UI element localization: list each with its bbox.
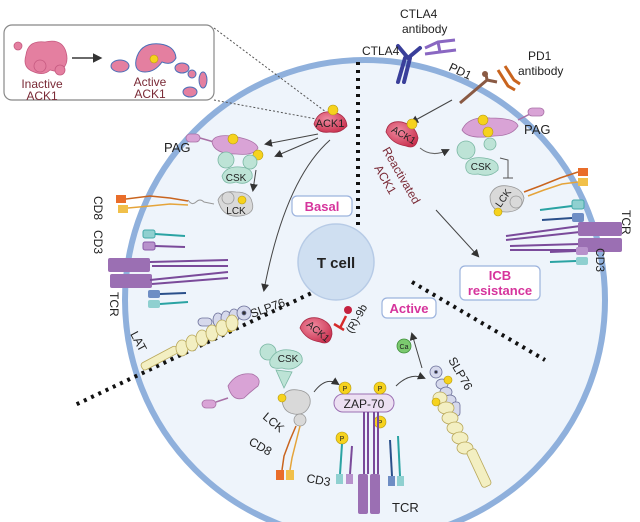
- basal-pag: [185, 133, 259, 155]
- cd3-left: [142, 229, 186, 251]
- basal-csk-label: CSK: [226, 173, 247, 184]
- section-dividers: [74, 62, 547, 407]
- phospho-label: P: [378, 420, 383, 427]
- ctla4-receptor: [396, 44, 422, 84]
- active-lat: [432, 391, 492, 488]
- ctla4-antibody-icon: [424, 38, 457, 56]
- inactive-ack1-icon: [13, 40, 68, 76]
- basal-lck-label: LCK: [226, 206, 246, 217]
- tcr-left: [108, 258, 229, 308]
- phospho-icon: [277, 393, 287, 403]
- active-csk: [259, 343, 303, 389]
- tcr-left-label: TCR: [107, 292, 121, 317]
- active-label-1: Active: [134, 75, 167, 89]
- basal-pag-label: PAG: [164, 140, 191, 155]
- inhibited-ack1: ACK1: [299, 317, 333, 345]
- phospho-icon: [327, 104, 339, 116]
- reactivated-ack1: ACK1: [385, 118, 419, 148]
- calcium-label: Ca: [400, 344, 409, 351]
- active-csk-label: CSK: [278, 354, 299, 365]
- ack1-to-csk-arrow: [274, 137, 319, 158]
- inactive-label-2: ACK1: [26, 89, 58, 103]
- phospho-label: P: [378, 386, 383, 393]
- basal-badge: Basal: [291, 195, 353, 217]
- right-csk: [456, 137, 499, 176]
- resistance-label: resistance: [468, 283, 532, 298]
- phospho-icon: [237, 195, 247, 205]
- cd8-right: [523, 168, 588, 197]
- to-icb-resistance-arrow: [435, 209, 480, 258]
- calcium-ion: Ca: [396, 338, 412, 354]
- basal-ack1: ACK1: [313, 104, 348, 133]
- active-pag: [201, 373, 260, 409]
- cd8-left-label: CD8: [91, 196, 105, 220]
- active-badge: Active: [381, 297, 437, 319]
- slp76-to-active-arrow: [409, 332, 423, 369]
- pd1-antibody-label-1: PD1: [528, 49, 552, 63]
- pd1-antibody-label-2: antibody: [518, 64, 563, 78]
- cd3-bottom-label: CD3: [305, 471, 331, 489]
- right-pag: [461, 107, 545, 138]
- phospho-icon: [149, 54, 159, 64]
- ctla4-label: CTLA4: [362, 44, 400, 58]
- t-cell-label: T cell: [317, 255, 355, 272]
- csk-inhibits-lck: [499, 157, 513, 179]
- zap70-to-slp76-arrow: [395, 371, 426, 387]
- tcr-bottom-label: TCR: [392, 500, 419, 515]
- active-badge-label: Active: [389, 301, 428, 316]
- inhibitor-r9b: [333, 306, 352, 332]
- cd3-left-label: CD3: [91, 230, 105, 254]
- active-label-2: ACK1: [134, 87, 166, 101]
- ack1-to-csk-right-arrow: [419, 147, 450, 157]
- phospho-label: P: [340, 436, 345, 443]
- zap70-label: ZAP-70: [344, 397, 385, 411]
- right-pag-label: PAG: [524, 122, 551, 137]
- right-csk-label: CSK: [471, 162, 492, 173]
- cd8-left: [116, 195, 189, 213]
- inactive-label-1: Inactive: [21, 77, 63, 91]
- icb-resistance-badge: ICB resistance: [459, 265, 541, 301]
- icb-label: ICB: [489, 268, 511, 283]
- receptor-to-ack1-arrow: [410, 99, 453, 123]
- ctla4-antibody-label-1: CTLA4: [400, 7, 438, 21]
- phospho-label: P: [343, 386, 348, 393]
- ack1-activation-inset: Inactive ACK1 Active ACK1: [3, 24, 331, 121]
- phospho-icon: [431, 397, 441, 407]
- basal-badge-label: Basal: [305, 199, 340, 214]
- ctla4-antibody-label-2: antibody: [402, 22, 447, 36]
- cd3-bottom: P: [335, 431, 353, 484]
- t-cell-nucleus: [297, 223, 375, 301]
- phospho-icon: [493, 207, 503, 217]
- basal-ack1-label: ACK1: [316, 118, 345, 130]
- cd8-bottom: [276, 425, 301, 480]
- phospho-icon: [406, 118, 418, 130]
- tcr-right-label: TCR: [619, 210, 633, 235]
- csk-to-lck-arrow: [249, 169, 258, 192]
- cd3-right: [549, 247, 588, 265]
- pd1-antibody-icon: [496, 65, 521, 92]
- phospho-icon: [443, 375, 453, 385]
- tcr-bottom: [358, 412, 404, 514]
- ack1-to-slp76-arrow: [261, 139, 331, 292]
- lck-tether: [187, 199, 215, 205]
- cd3-right-label: CD3: [593, 248, 607, 272]
- basal-csk: [217, 151, 258, 184]
- lat: [140, 314, 239, 371]
- ack1-to-pag-arrow: [264, 133, 319, 147]
- pd1-receptor: [459, 71, 498, 105]
- zap70: ZAP-70 P P P: [333, 381, 395, 429]
- tcr-right: [505, 199, 622, 252]
- lck-to-zap70-arrow: [313, 377, 340, 393]
- right-lck: [489, 185, 525, 213]
